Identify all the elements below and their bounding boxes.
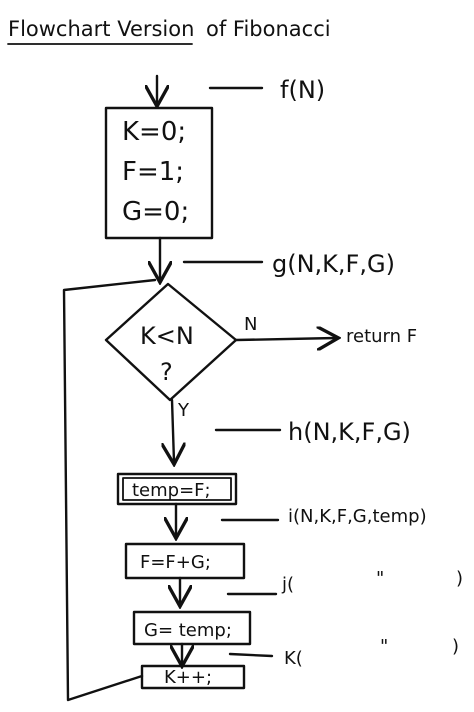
yes-branch-arrow xyxy=(172,398,174,462)
step-gtemp: G= temp; xyxy=(144,620,232,641)
step-temp-inner xyxy=(122,477,232,501)
annotation-j-open: j( xyxy=(281,574,294,595)
title-underlined: Flowchart Version xyxy=(8,17,194,41)
decision-yes-label: Y xyxy=(177,400,190,421)
decision-no-result: return F xyxy=(346,326,417,347)
annotation-k-dash xyxy=(228,652,274,658)
decision-question: ? xyxy=(160,358,173,386)
annotation-k-open: K( xyxy=(284,648,303,669)
decision-no-label: N xyxy=(244,314,257,335)
annotation-k-ditto: " xyxy=(380,636,388,657)
loop-back-line xyxy=(62,278,157,702)
step-fsum: F=F+G; xyxy=(140,552,211,573)
init-line-f: F=1; xyxy=(122,157,184,187)
init-line-g: G=0; xyxy=(122,197,189,227)
step-kinc-box xyxy=(140,664,246,690)
annotation-f: f(N) xyxy=(280,76,325,104)
decision-diamond xyxy=(104,282,238,402)
init-line-k: K=0; xyxy=(122,117,186,147)
decision-condition: K<N xyxy=(140,322,194,350)
step-temp: temp=F; xyxy=(132,480,211,501)
step-fsum-box xyxy=(124,542,246,580)
step-gtemp-box xyxy=(132,610,252,646)
title-rest: of Fibonacci xyxy=(206,17,331,41)
annotation-g: g(N,K,F,G) xyxy=(272,250,395,278)
annotation-j-close: ) xyxy=(456,568,463,589)
step-kinc: K++; xyxy=(164,667,212,688)
no-branch-arrow xyxy=(234,338,336,340)
annotation-k-close: ) xyxy=(452,636,459,657)
annotation-j-ditto: " xyxy=(376,568,384,589)
annotation-i: i(N,K,F,G,temp) xyxy=(288,506,427,527)
annotation-h: h(N,K,F,G) xyxy=(288,418,411,446)
